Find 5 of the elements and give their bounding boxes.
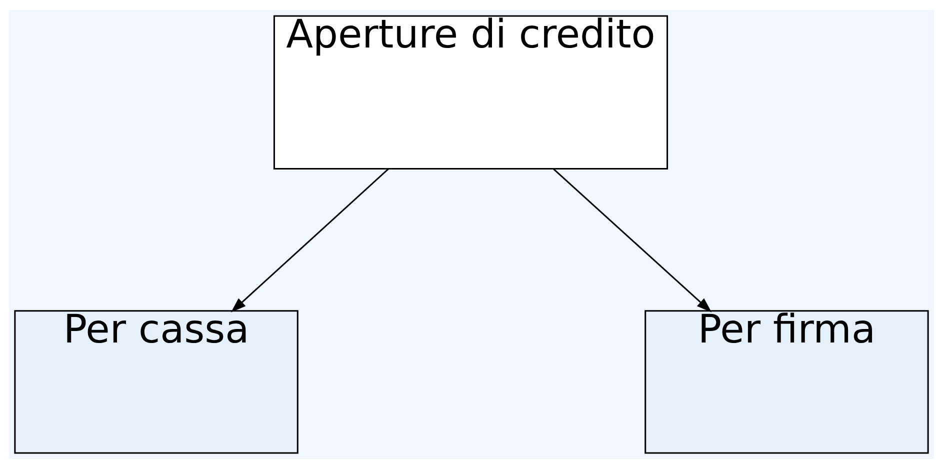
node-box: Per firma [644, 310, 929, 454]
node-box: Per cassa [14, 310, 298, 454]
node-box: Aperture di credito [273, 14, 668, 169]
arrow [230, 168, 390, 312]
arrow [552, 168, 712, 312]
